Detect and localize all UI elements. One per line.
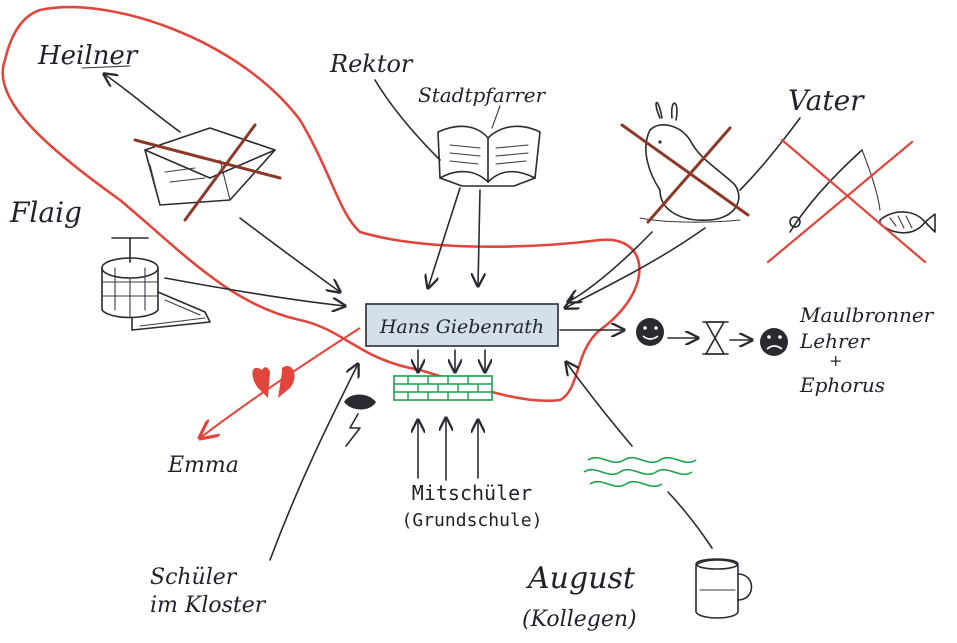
- wall-icon: [393, 375, 493, 401]
- heilner-underline: [81, 65, 131, 69]
- arrow-bible-to-hans-2: [478, 189, 480, 286]
- stadtpfarrer-line: [491, 105, 501, 129]
- maulbronner-line1: Maulbronner: [799, 303, 935, 327]
- maulbronner-line3: +: [829, 351, 842, 370]
- sad-face-icon: [760, 328, 788, 356]
- arrow-bible-to-hans-1: [428, 187, 461, 288]
- vater-to-rabbit-line: [739, 117, 801, 191]
- mitschueler-line2: (Grundschule): [402, 510, 543, 531]
- happy-face-icon: [636, 318, 664, 346]
- beer-mug-icon: [695, 558, 753, 619]
- mitschueler-line1: Mitschüler: [412, 481, 532, 505]
- fishing-cross: [766, 138, 927, 264]
- rektor-to-bible-line: [374, 79, 441, 161]
- vater-label: Vater: [788, 84, 865, 117]
- schueler-line1: Schüler: [150, 565, 238, 590]
- august-line1: August: [525, 561, 636, 596]
- maulbronner-line4: Ephorus: [799, 373, 885, 397]
- august-line2: (Kollegen): [522, 607, 637, 632]
- hans-box[interactable]: [365, 303, 559, 347]
- arrow-august-to-hans: [566, 362, 633, 447]
- mug-to-water-line: [667, 491, 713, 549]
- book-cross: [133, 123, 282, 222]
- arrow-hans-to-emma: [200, 327, 361, 438]
- arrow-schueler-to-hans: [269, 364, 358, 561]
- open-bible-icon: [437, 125, 541, 187]
- rabbit-icon: [639, 101, 741, 223]
- arrow-book-to-heilner: [104, 74, 181, 133]
- hans-label: Hans Giebenrath: [379, 316, 544, 338]
- rabbit-cross: [620, 123, 750, 224]
- arrow-rabbit-to-hans: [568, 231, 653, 302]
- maulbronner-line2: Lehrer: [799, 329, 870, 353]
- well-icon: [101, 237, 211, 331]
- broken-heart-icon: [252, 365, 295, 398]
- schueler-line2: im Kloster: [150, 593, 267, 618]
- emma-label: Emma: [167, 453, 239, 478]
- rektor-label: Rektor: [329, 50, 414, 78]
- water-waves-icon: [583, 456, 697, 488]
- arrow-vater-to-hans: [565, 227, 706, 308]
- arrow-heilner-book-to-hans: [239, 217, 340, 292]
- rock-lightning-icon: [344, 394, 376, 447]
- book-icon: [144, 127, 276, 206]
- hourglass-icon: [702, 321, 729, 355]
- fishing-rod-icon: [789, 149, 881, 233]
- flaig-label: Flaig: [9, 196, 82, 229]
- red-enclosure-loop: [1, 5, 641, 403]
- fish-icon: [879, 211, 936, 234]
- arrow-flaig-to-hans: [164, 277, 345, 306]
- stadtpfarrer-label: Stadtpfarrer: [418, 83, 547, 107]
